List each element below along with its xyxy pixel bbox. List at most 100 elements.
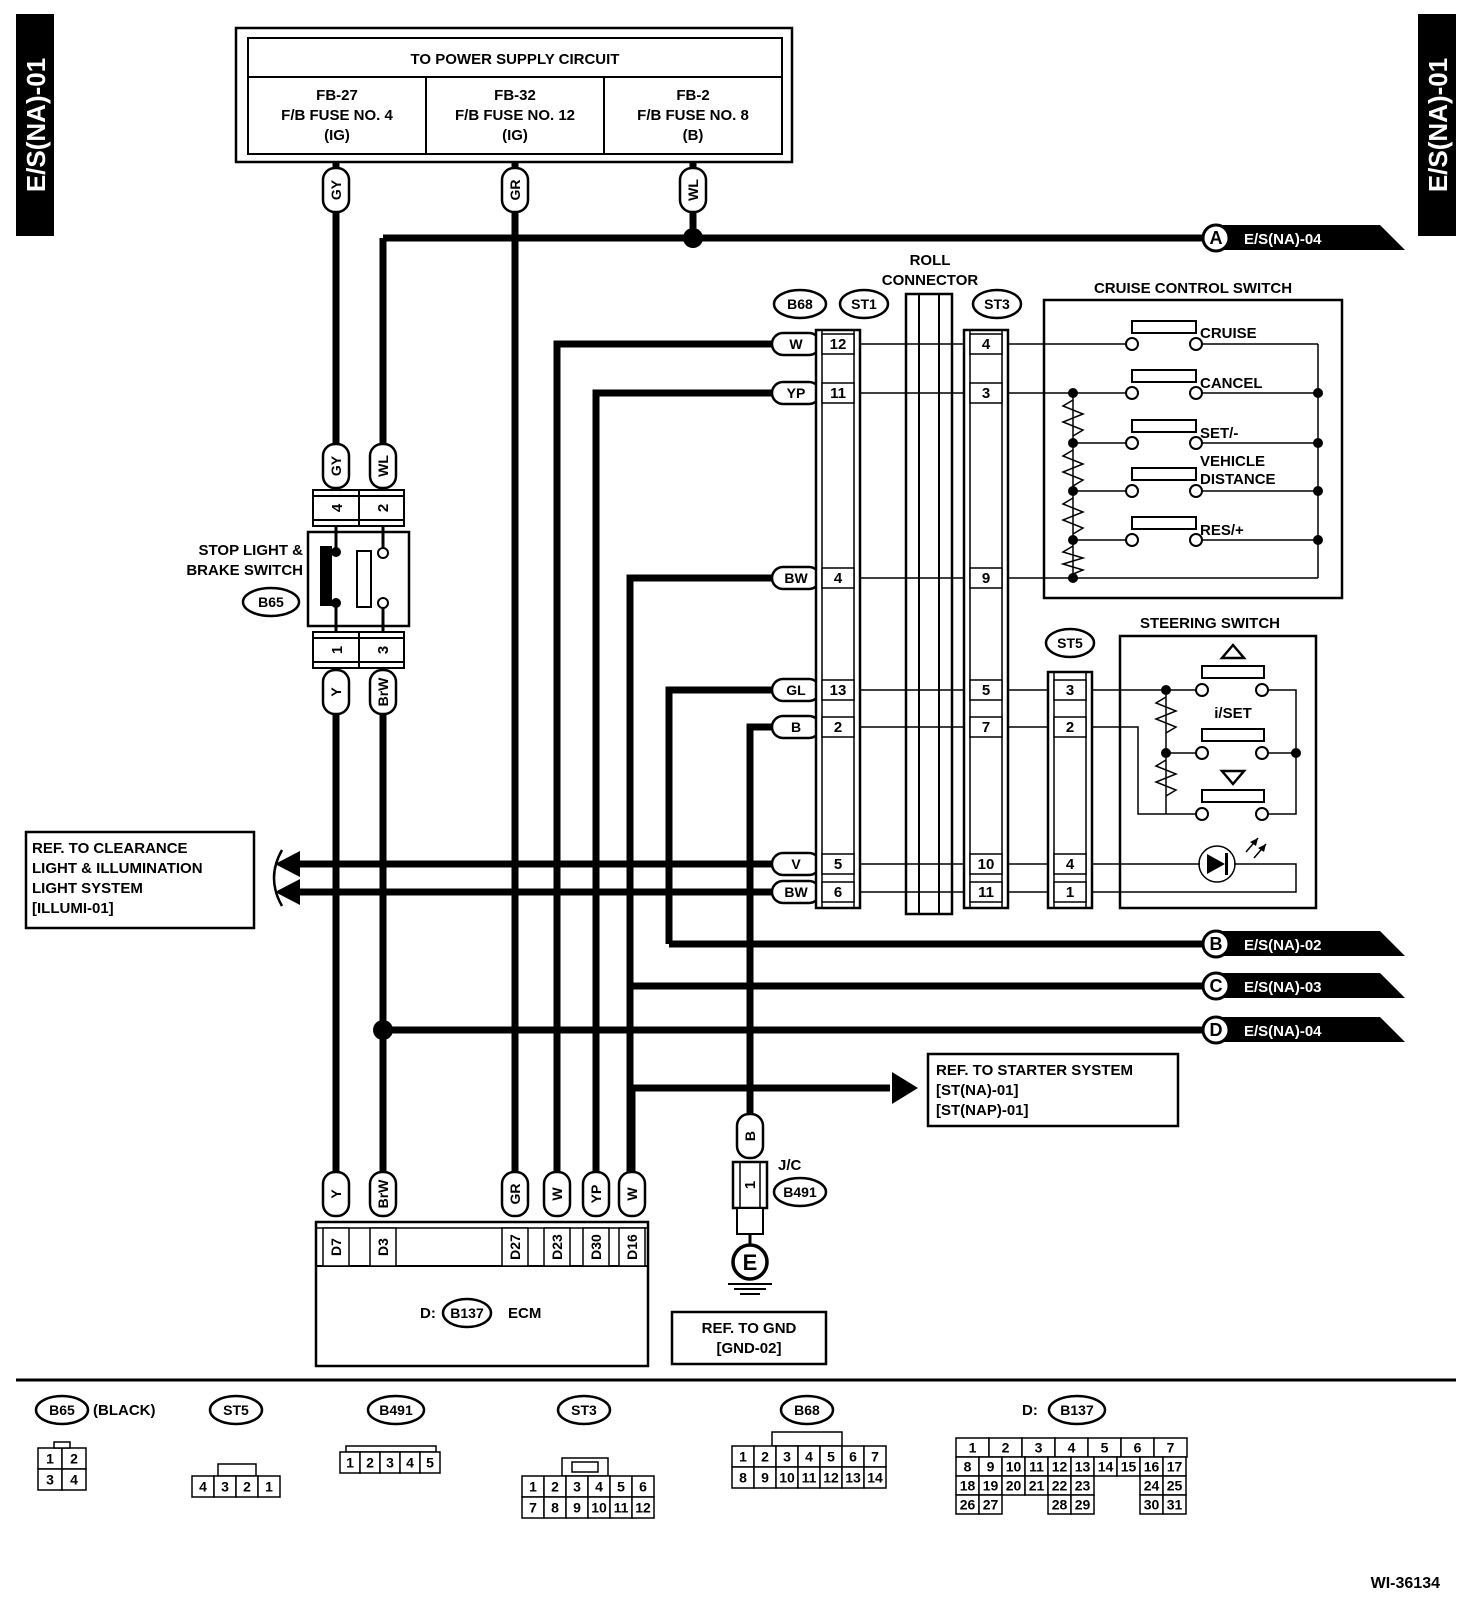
wires — [298, 162, 1210, 1188]
svg-text:1: 1 — [742, 1181, 759, 1189]
power-supply-box: TO POWER SUPPLY CIRCUIT FB-27 F/B FUSE N… — [234, 26, 794, 164]
svg-text:4: 4 — [70, 1472, 78, 1488]
fuse-code: FB-32 — [494, 87, 536, 104]
jc-label: J/C — [778, 1157, 802, 1174]
svg-text:11: 11 — [614, 1500, 629, 1516]
svg-text:12: 12 — [635, 1500, 651, 1516]
svg-text:13: 13 — [845, 1470, 861, 1486]
svg-text:1: 1 — [739, 1449, 747, 1465]
svg-text:D:: D: — [420, 1305, 436, 1322]
svg-text:REF. TO STARTER SYSTEM: REF. TO STARTER SYSTEM — [936, 1062, 1133, 1079]
stop-light-brake-switch: 4 2 1 3 STOP LIGHT & BRAKE SWITCH B65 — [186, 489, 411, 669]
svg-text:D16: D16 — [624, 1234, 640, 1260]
svg-text:11: 11 — [1029, 1459, 1044, 1475]
svg-text:BW: BW — [784, 570, 808, 586]
stop-switch-label: BRAKE SWITCH — [186, 562, 303, 579]
wire-tag: GR — [500, 166, 530, 214]
svg-text:13: 13 — [830, 682, 847, 699]
svg-text:7: 7 — [982, 719, 990, 736]
ecm-pin: D16 — [618, 1227, 646, 1267]
svg-text:25: 25 — [1167, 1478, 1183, 1494]
svg-text:E: E — [743, 1250, 758, 1275]
pin-number: 6 — [821, 881, 855, 903]
page-tab-left: E/S(NA)-01 — [16, 14, 54, 236]
svg-text:REF. TO GND: REF. TO GND — [702, 1320, 797, 1337]
svg-text:ST5: ST5 — [223, 1402, 249, 1418]
svg-text:BrW: BrW — [375, 677, 391, 707]
svg-text:4: 4 — [595, 1479, 603, 1495]
svg-text:5: 5 — [982, 682, 990, 699]
svg-text:[ILLUMI-01]: [ILLUMI-01] — [32, 900, 114, 917]
wire-tag: Y — [321, 1170, 351, 1218]
ecm-pin: D3 — [369, 1227, 397, 1267]
fuse-name: F/B FUSE NO. 12 — [455, 107, 575, 124]
connector-tag: ST5 — [1057, 635, 1083, 651]
wire-tag: WL — [368, 442, 398, 490]
svg-text:26: 26 — [960, 1497, 976, 1513]
svg-text:D:: D: — [1022, 1402, 1038, 1419]
wire-tag: W — [542, 1170, 572, 1218]
svg-text:B491: B491 — [379, 1402, 413, 1418]
fuse-code: FB-27 — [316, 87, 358, 104]
svg-text:3: 3 — [46, 1472, 54, 1488]
wavy-break-icon — [272, 849, 284, 907]
svg-text:2: 2 — [761, 1449, 769, 1465]
svg-text:E/S(NA)-01: E/S(NA)-01 — [1423, 58, 1453, 192]
svg-text:Y: Y — [328, 687, 344, 697]
svg-text:9: 9 — [982, 570, 990, 587]
svg-text:31: 31 — [1167, 1497, 1183, 1513]
svg-text:4: 4 — [406, 1455, 414, 1471]
svg-text:8: 8 — [551, 1500, 559, 1516]
arrows — [275, 851, 918, 1104]
svg-text:B: B — [791, 719, 801, 735]
steering-switch: STEERING SWITCH i/SET — [1092, 615, 1318, 910]
pin-number: 2 — [1053, 716, 1087, 738]
connector-tag: B137 — [450, 1305, 484, 1321]
cruise-control-switch: CRUISE CONTROL SWITCH — [1008, 280, 1344, 600]
svg-text:REF. TO CLEARANCE: REF. TO CLEARANCE — [32, 840, 188, 857]
svg-text:W: W — [789, 336, 803, 352]
svg-text:16: 16 — [1144, 1459, 1160, 1475]
cruise-item: SET/- — [1200, 425, 1238, 442]
svg-text:1: 1 — [265, 1479, 273, 1495]
pin-number: 7 — [969, 716, 1003, 738]
svg-text:27: 27 — [983, 1497, 999, 1513]
svg-text:B137: B137 — [1060, 1402, 1094, 1418]
pin-number: 5 — [969, 679, 1003, 701]
svg-text:1: 1 — [529, 1479, 537, 1495]
svg-text:15: 15 — [1121, 1459, 1137, 1475]
fuse-type: (B) — [683, 127, 704, 144]
ecm-pin: D23 — [543, 1227, 571, 1267]
svg-text:7: 7 — [1167, 1440, 1175, 1456]
svg-text:6: 6 — [639, 1479, 647, 1495]
svg-text:6: 6 — [1134, 1440, 1142, 1456]
connector-tag: B491 — [783, 1184, 817, 1200]
svg-text:3: 3 — [386, 1455, 394, 1471]
svg-text:D3: D3 — [375, 1238, 391, 1256]
svg-text:YP: YP — [787, 385, 806, 401]
svg-text:LIGHT & ILLUMINATION: LIGHT & ILLUMINATION — [32, 860, 203, 877]
svg-text:10: 10 — [779, 1470, 795, 1486]
wire-tag: B — [770, 714, 822, 740]
svg-text:6: 6 — [849, 1449, 857, 1465]
switch-contact-icon — [1125, 467, 1203, 498]
pin-number: 11 — [969, 881, 1003, 903]
pin-number: 4 — [969, 333, 1003, 355]
switch-contact-icon — [1125, 369, 1203, 400]
svg-text:4: 4 — [1068, 1440, 1076, 1456]
svg-text:BrW: BrW — [375, 1179, 391, 1209]
wire-tag: BrW — [368, 1170, 398, 1218]
svg-text:1: 1 — [1066, 884, 1074, 901]
svg-text:8: 8 — [964, 1459, 972, 1475]
svg-text:[ST(NAP)-01]: [ST(NAP)-01] — [936, 1102, 1029, 1119]
svg-text:20: 20 — [1006, 1478, 1022, 1494]
svg-text:W: W — [624, 1187, 640, 1201]
svg-text:9: 9 — [761, 1470, 769, 1486]
svg-text:B: B — [1210, 934, 1223, 954]
svg-text:3: 3 — [982, 385, 990, 402]
svg-text:8: 8 — [739, 1470, 747, 1486]
